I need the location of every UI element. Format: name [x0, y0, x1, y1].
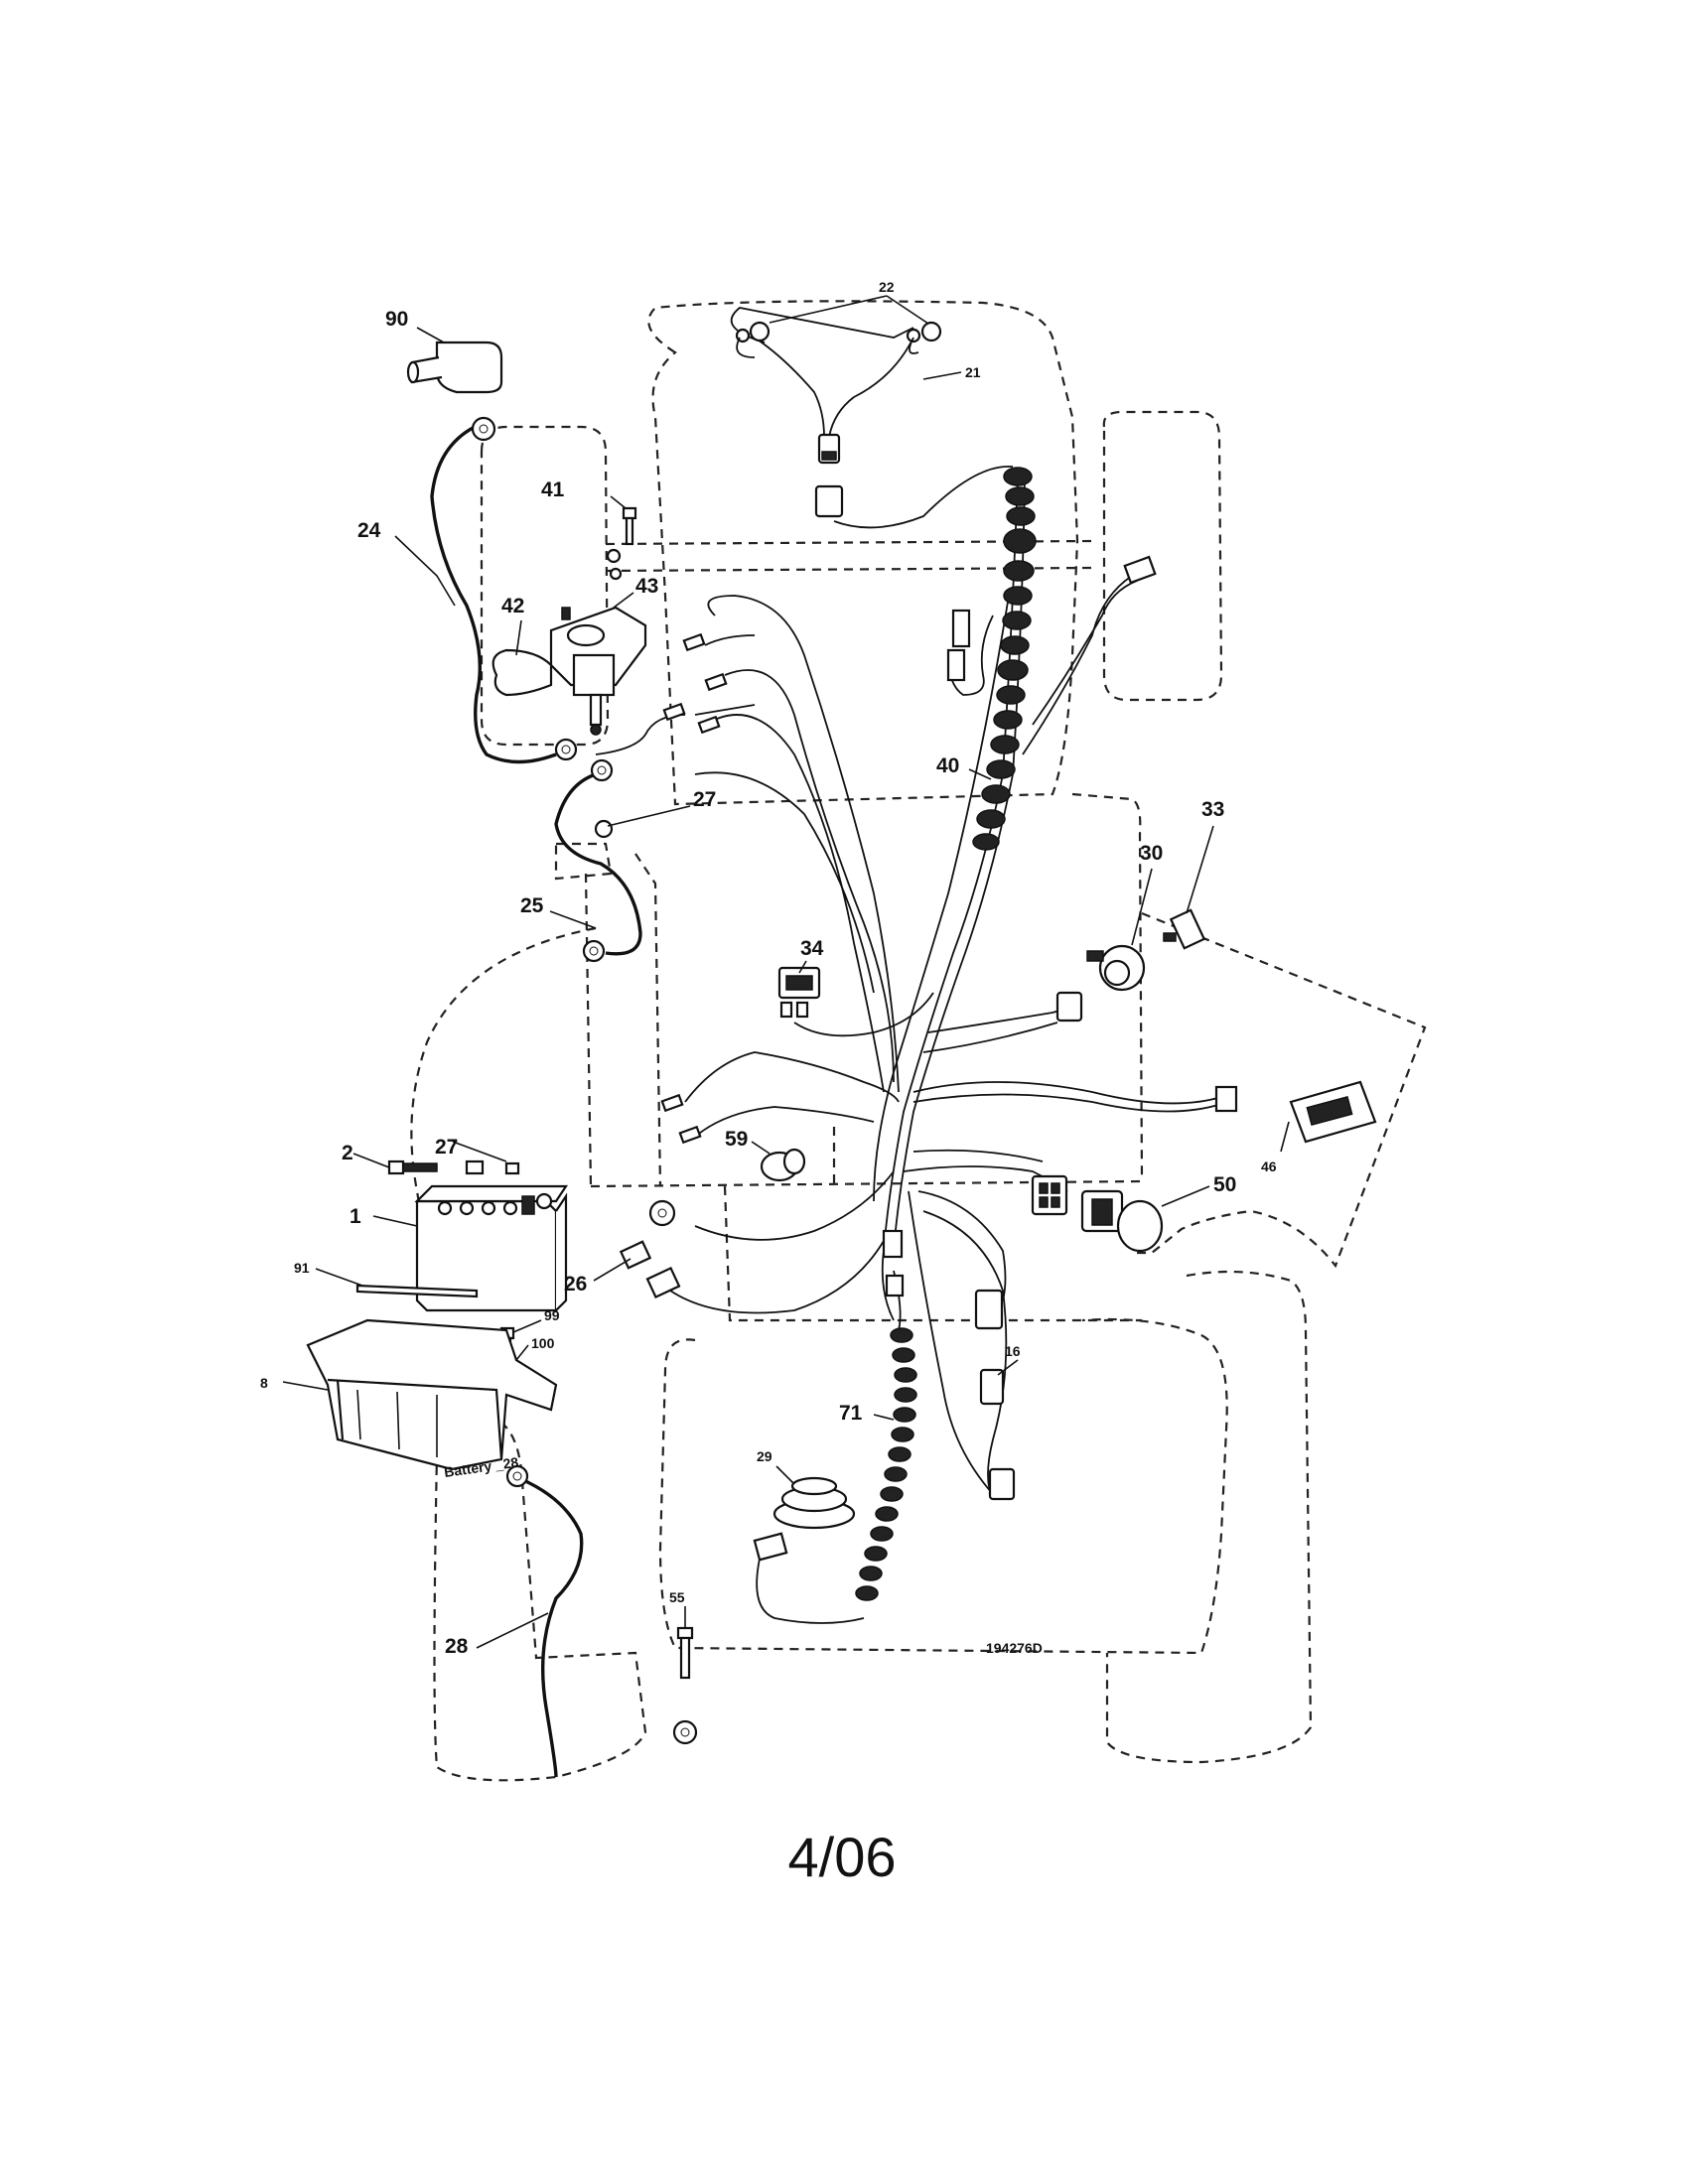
callout-33: 33: [1201, 798, 1224, 821]
front-right-wheel-outline: [1102, 410, 1223, 702]
callout-25: 25: [520, 894, 544, 917]
callout-27-top: 27: [693, 788, 716, 811]
callout-29: 29: [757, 1448, 772, 1464]
part-1-battery: [414, 1184, 569, 1312]
callout-21: 21: [965, 364, 981, 380]
part-41-bolt: [606, 506, 637, 581]
callout-91: 91: [294, 1260, 310, 1276]
callout-42: 42: [501, 595, 524, 617]
callout-30: 30: [1140, 842, 1163, 865]
part-90-terminal-boot: [406, 341, 503, 394]
callout-46: 46: [1261, 1159, 1277, 1174]
left-frame-rail-outline: [554, 842, 662, 1187]
conduit-40: [972, 466, 1037, 851]
part-33-switch: [1163, 908, 1206, 950]
front-left-wheel-outline: [480, 425, 610, 747]
harness-wires: [430, 307, 1222, 1778]
chassis-outlines: [410, 300, 1427, 1782]
callout-40: 40: [936, 754, 959, 777]
left-fender-outline: [410, 926, 597, 1252]
callout-100: 100: [531, 1335, 555, 1351]
callout-50: 50: [1213, 1173, 1236, 1196]
callout-43: 43: [635, 575, 658, 598]
part-29-buzzer: [753, 1476, 856, 1562]
part-16-connectors: [882, 1229, 1016, 1501]
callout-16: 16: [1005, 1343, 1021, 1359]
callout-28: 28: [445, 1635, 469, 1658]
rear-right-wheel-outline: [1105, 1270, 1313, 1764]
console-outline: [1071, 792, 1427, 1269]
part-30-ignition-switch: [1055, 944, 1146, 1023]
harness-plug-right: [946, 555, 1157, 682]
part-34-rocker-switch: [777, 966, 821, 1019]
part-42-boot: [491, 648, 553, 697]
callout-2: 2: [342, 1142, 353, 1164]
callout-59: 59: [725, 1128, 748, 1151]
rear-left-wheel-outline: [433, 1417, 647, 1782]
callout-26: 26: [564, 1273, 587, 1296]
part-50-pto-switch: [1031, 1174, 1164, 1253]
hood-outline: [647, 300, 1079, 806]
part-21-22-headlights: [735, 321, 942, 518]
page-label: 4/06: [788, 1826, 897, 1888]
drawing-number: 194276D: [986, 1640, 1043, 1656]
callout-1: 1: [350, 1205, 361, 1228]
conduit-71: [855, 1327, 917, 1601]
part-26-fuse: [619, 1240, 681, 1299]
ring-terminals: [471, 416, 698, 1745]
parts: [306, 321, 1377, 1745]
callout-34: 34: [800, 937, 824, 960]
callout-90: 90: [385, 308, 408, 331]
part-8-battery-tray: [306, 1318, 558, 1471]
callout-27-battery: 27: [435, 1136, 458, 1159]
callout-24: 24: [357, 519, 381, 542]
callout-99: 99: [544, 1307, 560, 1323]
callout-22: 22: [879, 279, 895, 295]
part-59-indicator: [760, 1148, 806, 1182]
part-55-bolt: [676, 1626, 694, 1680]
leader-lines: [282, 295, 1290, 1649]
part-43-solenoid: [549, 606, 647, 736]
rear-deck-outline: [658, 1317, 1228, 1655]
seat-area-outline: [590, 1127, 1143, 1322]
spade-terminals: [660, 632, 728, 1145]
callout-55: 55: [669, 1589, 685, 1605]
part-91-strap: [355, 1284, 479, 1298]
callout-41: 41: [541, 478, 565, 501]
callout-8: 8: [260, 1375, 268, 1391]
callout-71: 71: [839, 1402, 863, 1425]
part-46-hour-meter: [1214, 1080, 1377, 1144]
part-2-27-hardware: [387, 1160, 520, 1175]
